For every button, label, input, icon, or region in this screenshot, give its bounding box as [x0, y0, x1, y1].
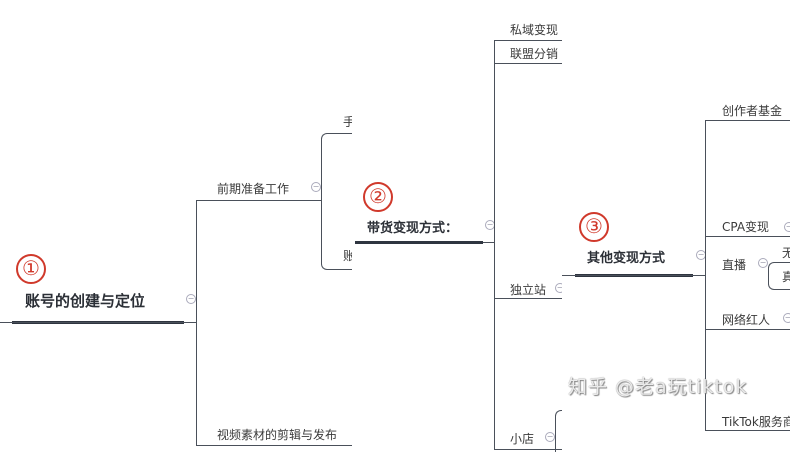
minus-circle-icon[interactable]: −	[545, 432, 555, 442]
branch-tiktok-service[interactable]: TikTok服务商	[722, 415, 790, 429]
branch-influencer[interactable]: 网络红人	[722, 313, 771, 327]
sub-bracket	[768, 262, 790, 290]
connector	[196, 445, 352, 446]
connector	[196, 200, 197, 446]
minus-circle-icon[interactable]: −	[186, 294, 196, 304]
minus-circle-icon[interactable]: −	[555, 283, 562, 293]
branch-shop[interactable]: 小店	[510, 432, 535, 446]
branch-live[interactable]: 直播	[722, 258, 747, 272]
root-node-account[interactable]: 账号的创建与定位	[25, 292, 146, 310]
branch-cpa[interactable]: CPA变现	[722, 220, 770, 234]
branch-affiliate[interactable]: 联盟分销	[510, 47, 559, 61]
sub-node-partial[interactable]: 账	[343, 249, 352, 263]
connector	[562, 275, 705, 276]
connector	[705, 430, 790, 431]
sub-node-partial[interactable]: 手	[343, 115, 352, 129]
watermark: 知乎 @老a玩tiktok	[568, 376, 748, 398]
root-underline	[355, 241, 483, 244]
mindmap-panel-other: ③ 其他变现方式 − 创作者基金 CPA变现 − 直播 − 无 真 网络红人 −…	[562, 0, 790, 452]
connector	[196, 200, 321, 201]
sub-bracket	[555, 410, 562, 452]
mindmap-panel-account: ① 账号的创建与定位 − 前期准备工作 − 手 账 视频素材的剪辑与发布	[0, 0, 352, 452]
root-node-selling[interactable]: 带货变现方式：	[367, 221, 459, 236]
branch-independent-site[interactable]: 独立站	[510, 283, 547, 297]
connector	[494, 40, 495, 450]
connector	[494, 63, 562, 64]
step-number-2: ②	[363, 182, 393, 212]
minus-circle-icon[interactable]: −	[758, 258, 768, 268]
sub-node-partial[interactable]: 无	[782, 246, 790, 260]
connector	[705, 329, 790, 330]
branch-video-editing[interactable]: 视频素材的剪辑与发布	[217, 428, 338, 442]
sub-bracket	[321, 133, 352, 270]
minus-circle-icon[interactable]: −	[784, 222, 790, 232]
connector	[705, 120, 706, 431]
minus-circle-icon[interactable]: −	[783, 313, 790, 323]
step-number-3: ③	[579, 212, 609, 242]
connector	[0, 322, 196, 323]
connector	[494, 40, 562, 41]
branch-prep-work[interactable]: 前期准备工作	[217, 182, 290, 196]
branch-private-domain[interactable]: 私域变现	[510, 23, 559, 37]
minus-circle-icon[interactable]: −	[311, 182, 321, 192]
connector	[494, 449, 562, 450]
connector	[483, 242, 494, 243]
sub-node-partial[interactable]: 真	[782, 270, 790, 284]
mindmap-panel-selling: ② 带货变现方式： − 私域变现 联盟分销 独立站 − 小店 −	[352, 0, 562, 452]
connector	[705, 236, 790, 237]
connector	[494, 298, 562, 299]
root-node-other[interactable]: 其他变现方式	[587, 251, 666, 266]
branch-creator-fund[interactable]: 创作者基金	[722, 104, 783, 118]
connector	[705, 120, 790, 121]
step-number-1: ①	[16, 254, 46, 284]
